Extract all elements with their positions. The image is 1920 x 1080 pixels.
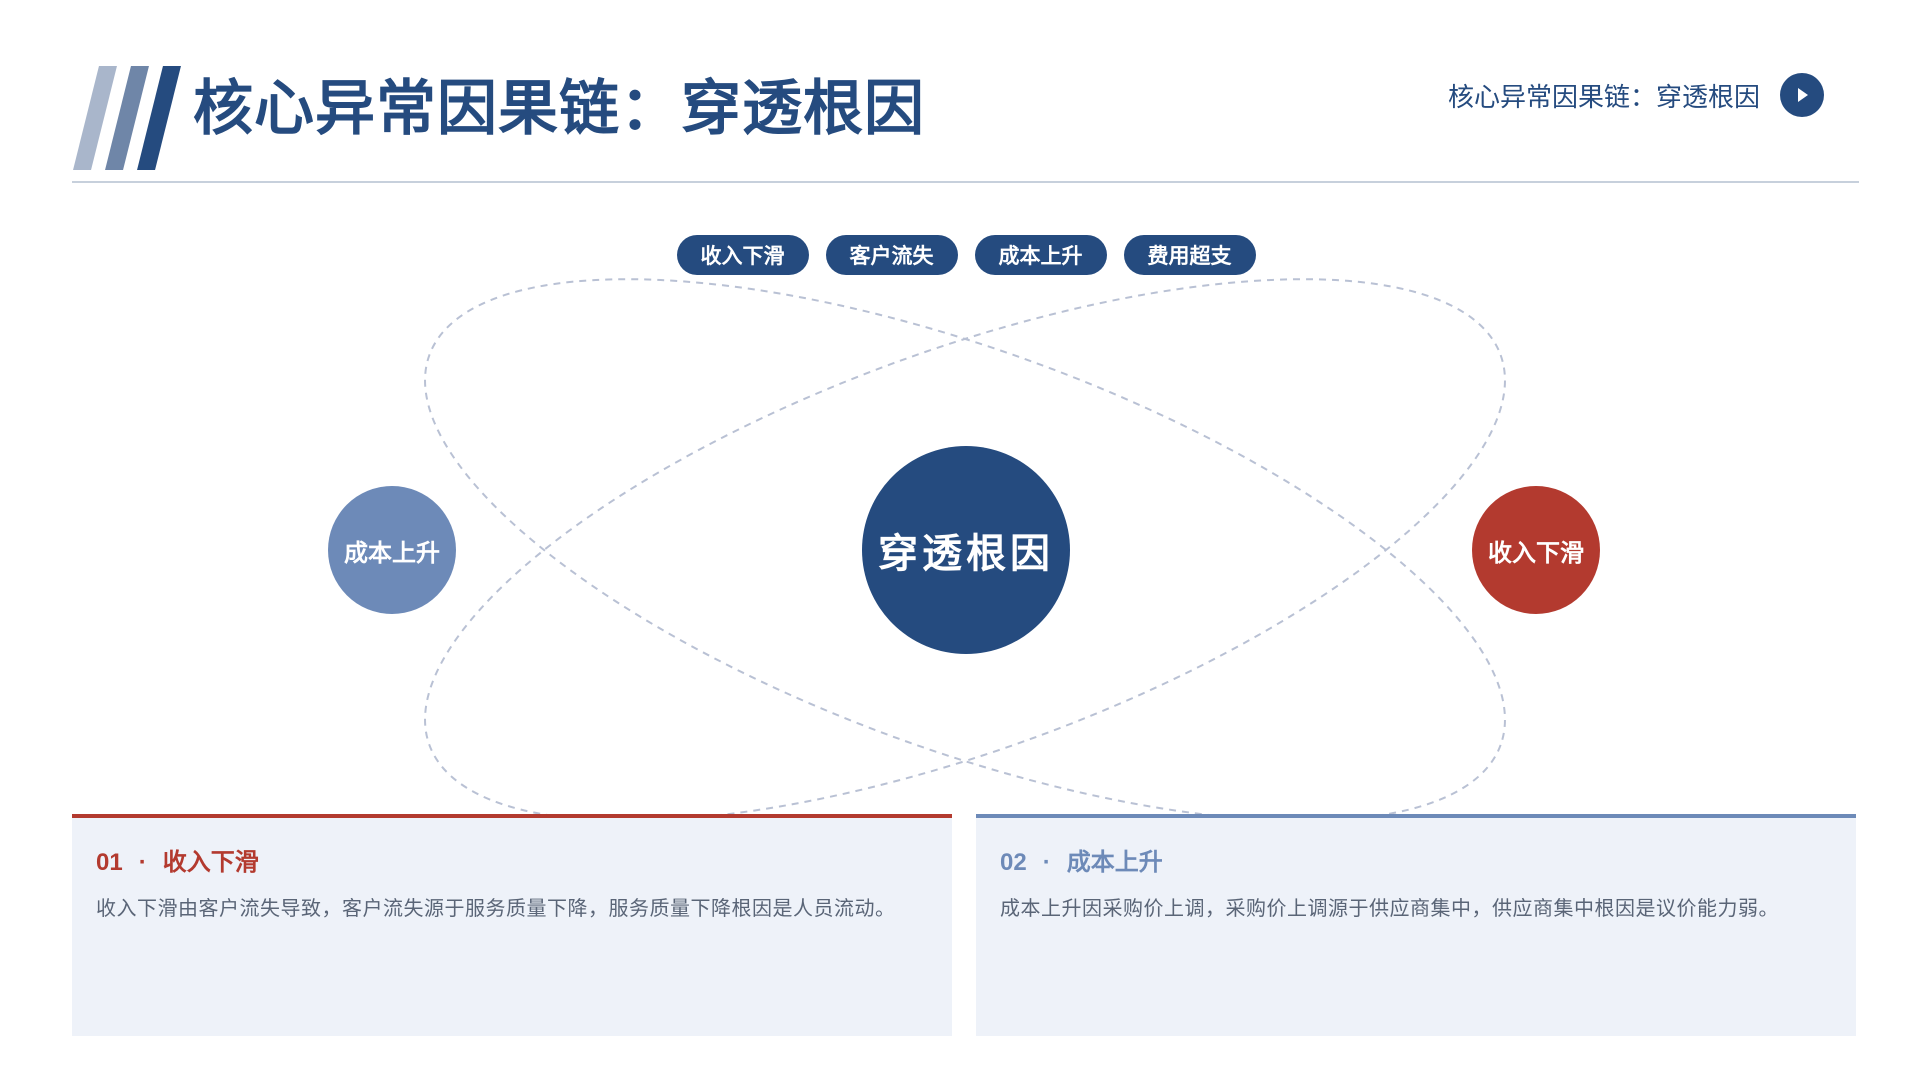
card-heading: 成本上升 bbox=[1066, 849, 1163, 876]
nav-link[interactable]: 核心异常因果链：穿透根因 bbox=[1448, 73, 1824, 117]
card-number: 02 bbox=[1000, 849, 1027, 876]
card-title: 01 · 收入下滑 bbox=[96, 846, 928, 880]
play-circle-icon[interactable] bbox=[1780, 73, 1824, 117]
card-number: 01 bbox=[96, 849, 123, 876]
center-node-root-cause: 穿透根因 bbox=[862, 446, 1070, 654]
tag-cost-increase[interactable]: 成本上升 bbox=[974, 235, 1107, 275]
node-revenue-decline: 收入下滑 bbox=[1472, 486, 1600, 614]
tag-customer-churn[interactable]: 客户流失 bbox=[825, 235, 958, 275]
page-title: 核心异常因果链：穿透根因 bbox=[193, 75, 925, 142]
header-divider bbox=[72, 181, 1859, 183]
card-separator: · bbox=[1042, 849, 1051, 876]
tag-expense-overrun[interactable]: 费用超支 bbox=[1123, 235, 1256, 275]
nav-link-label: 核心异常因果链：穿透根因 bbox=[1447, 81, 1760, 112]
card-cost-increase: 02 · 成本上升 成本上升因采购价上调，采购价上调源于供应商集中，供应商集中根因是… bbox=[976, 814, 1856, 1036]
card-separator: · bbox=[138, 849, 147, 876]
card-title: 02 · 成本上升 bbox=[1000, 846, 1832, 880]
card-body: 收入下滑由客户流失导致，客户流失源于服务质量下降，服务质量下降根因是人员流动。 bbox=[96, 898, 896, 920]
node-cost-increase: 成本上升 bbox=[328, 486, 456, 614]
tag-revenue-decline[interactable]: 收入下滑 bbox=[676, 235, 809, 275]
card-heading: 收入下滑 bbox=[162, 849, 259, 876]
tag-row: 收入下滑 客户流失 成本上升 费用超支 bbox=[0, 235, 1920, 275]
card-body: 成本上升因采购价上调，采购价上调源于供应商集中，供应商集中根因是议价能力弱。 bbox=[1000, 898, 1779, 920]
card-revenue-decline: 01 · 收入下滑 收入下滑由客户流失导致，客户流失源于服务质量下降，服务质量下降根… bbox=[72, 814, 952, 1036]
title-decoration bbox=[72, 66, 187, 172]
